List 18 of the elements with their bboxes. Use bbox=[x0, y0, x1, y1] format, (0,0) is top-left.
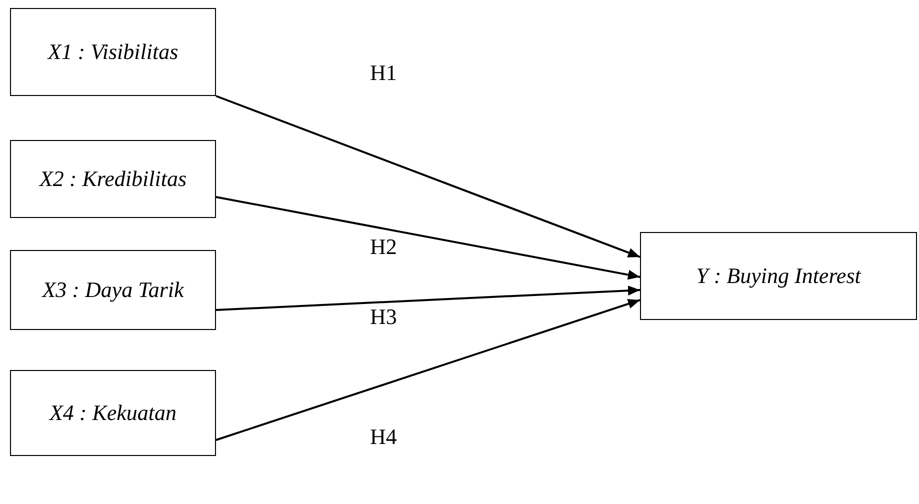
variable-box bbox=[10, 8, 216, 96]
edge-label: H3 bbox=[369, 306, 398, 328]
arrow bbox=[216, 196, 640, 280]
variable-label: X1 : Visibilitas bbox=[48, 38, 178, 66]
arrow bbox=[216, 286, 640, 311]
arrow bbox=[216, 299, 640, 441]
variable-label: X4 : Kekuatan bbox=[49, 399, 177, 427]
variable-label: X2 : Kredibilitas bbox=[39, 165, 187, 193]
variable-label: X3 : Daya Tarik bbox=[42, 276, 184, 304]
variable-box bbox=[10, 250, 216, 330]
edge-label: H1 bbox=[369, 62, 398, 84]
arrow bbox=[216, 95, 640, 258]
edge-label: H2 bbox=[369, 236, 398, 258]
edge-label: H4 bbox=[369, 426, 398, 448]
variable-box bbox=[10, 370, 216, 456]
variable-box bbox=[10, 140, 216, 218]
variable-label: Y : Buying Interest bbox=[696, 262, 861, 290]
variable-box bbox=[640, 232, 917, 320]
